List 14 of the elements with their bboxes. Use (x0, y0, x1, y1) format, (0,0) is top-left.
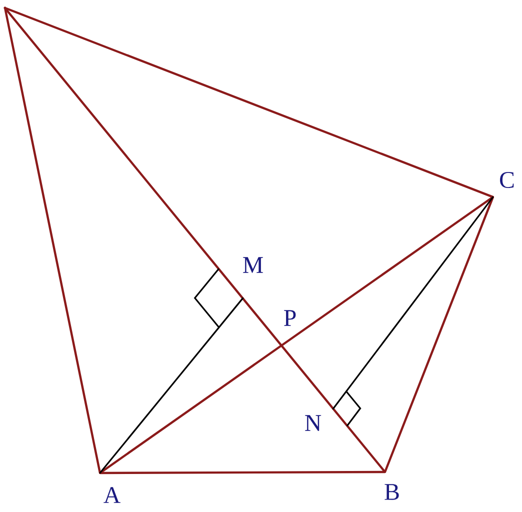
line-segment (5, 7, 494, 198)
point-label: P (284, 310, 296, 326)
line-segment (99, 297, 244, 474)
line-segment (4, 8, 102, 474)
point-label: N (305, 415, 322, 431)
point-label: A (104, 487, 120, 503)
line-segment (384, 196, 494, 473)
line-segment (99, 196, 494, 474)
line-segment (99, 470, 386, 474)
line-segment (4, 8, 386, 473)
line-segment (332, 196, 494, 410)
point-label: C (500, 172, 514, 188)
point-label: B (384, 484, 399, 500)
point-label: M (243, 257, 263, 273)
